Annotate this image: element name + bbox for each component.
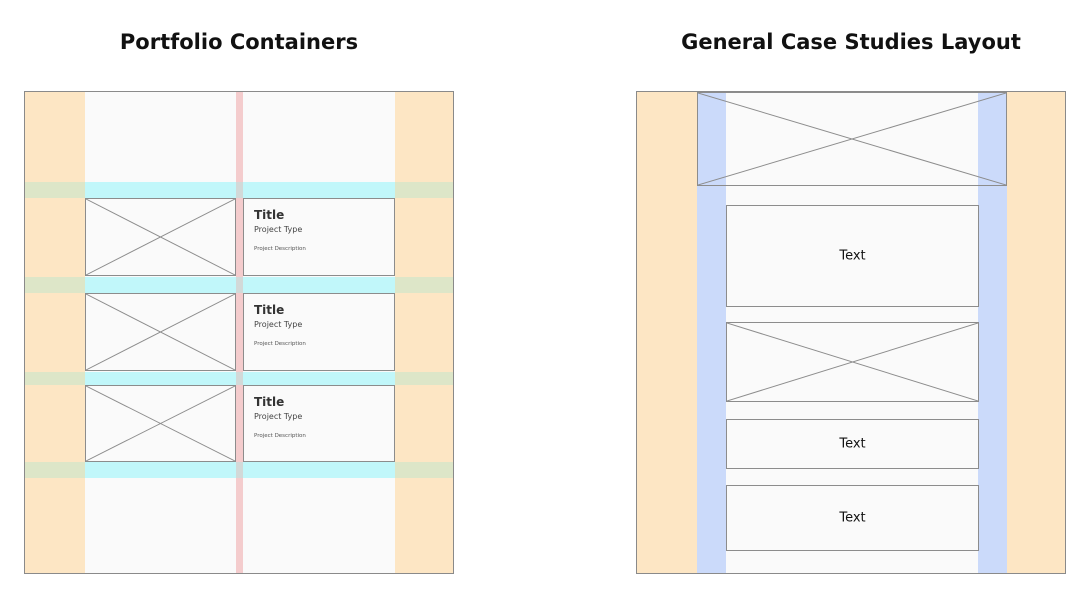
center-gutter [236, 92, 243, 573]
text-label: Text [839, 248, 866, 264]
image-placeholder [85, 198, 236, 276]
project-description: Project Description [254, 341, 306, 347]
gutter-overlap [395, 462, 453, 478]
project-card: Title Project Type Project Description [243, 293, 395, 371]
left-margin [25, 92, 85, 573]
text-block: Text [726, 419, 979, 469]
image-placeholder [85, 385, 236, 462]
gutter-crossing [236, 462, 243, 478]
project-card: Title Project Type Project Description [243, 198, 395, 276]
gutter-overlap [25, 462, 85, 478]
gutter-overlap [395, 372, 453, 385]
case-studies-layout-heading: General Case Studies Layout [681, 30, 1021, 54]
portfolio-containers-heading: Portfolio Containers [119, 30, 359, 54]
gutter-overlap [25, 182, 85, 198]
hero-image-placeholder [697, 92, 1007, 186]
gutter-overlap [25, 372, 85, 385]
project-title: Title [254, 303, 285, 317]
text-label: Text [839, 436, 866, 452]
image-placeholder [85, 293, 236, 371]
right-margin [1007, 92, 1065, 573]
gutter-overlap [395, 277, 453, 293]
project-title: Title [254, 395, 285, 409]
case-studies-frame: Text Text Text [636, 91, 1066, 574]
gutter-overlap [395, 182, 453, 198]
project-type: Project Type [254, 320, 303, 329]
right-padding-column [978, 92, 1007, 573]
project-description: Project Description [254, 433, 306, 439]
project-title: Title [254, 208, 285, 222]
text-block: Text [726, 485, 979, 551]
project-type: Project Type [254, 412, 303, 421]
left-margin [637, 92, 697, 573]
gutter-crossing [236, 372, 243, 385]
gutter-crossing [236, 182, 243, 198]
left-padding-column [697, 92, 726, 573]
portfolio-frame: Title Project Type Project Description T… [24, 91, 454, 574]
right-margin [395, 92, 453, 573]
project-type: Project Type [254, 225, 303, 234]
text-label: Text [839, 510, 866, 526]
gutter-crossing [236, 277, 243, 293]
gutter-overlap [25, 277, 85, 293]
project-card: Title Project Type Project Description [243, 385, 395, 462]
text-block: Text [726, 205, 979, 307]
image-placeholder [726, 322, 979, 402]
project-description: Project Description [254, 246, 306, 252]
